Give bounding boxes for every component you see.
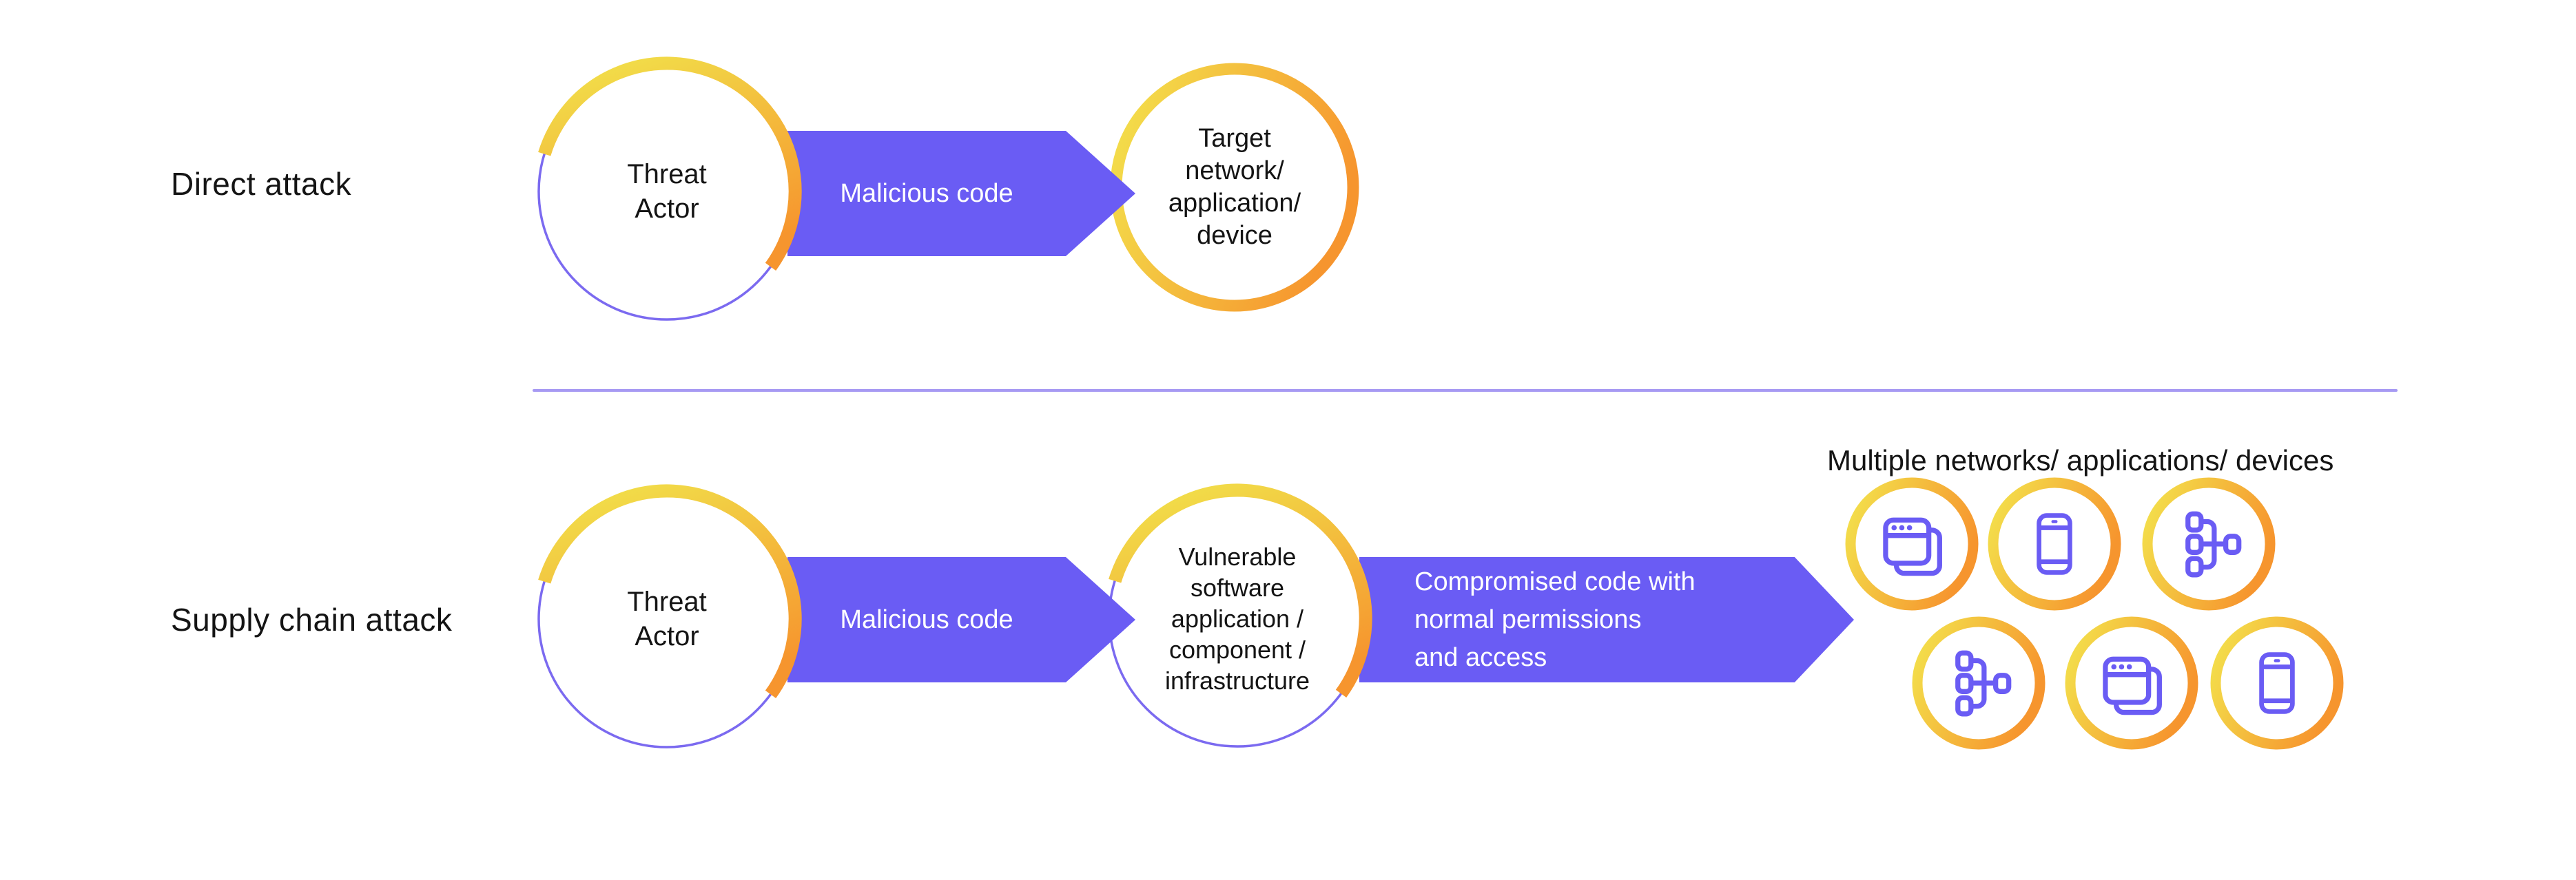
threat-actor-circle-direct: Threat Actor <box>529 54 805 329</box>
target-network-text: Target network/ application/ device <box>1168 124 1301 250</box>
malicious-code-arrow-label: Malicious code <box>840 605 1013 634</box>
compromised-code-arrow: Compromised code with normal permissions… <box>1359 557 1854 682</box>
vulnerable-software-circle: Vulnerable software application / compon… <box>1100 481 1375 756</box>
network-hierarchy-icon <box>2185 511 2242 578</box>
threat-actor-text: Threat Actor <box>627 587 707 651</box>
vulnerable-software-text: Vulnerable software application / compon… <box>1164 542 1310 695</box>
target-badge-browser-windows <box>1845 477 1979 611</box>
malicious-code-arrow-direct: Malicious code <box>787 131 1135 256</box>
direct-attack-label: Direct attack <box>171 166 352 202</box>
compromised-code-arrow-text: Compromised code with normal permissions… <box>1414 567 1696 672</box>
threat-actor-text: Threat Actor <box>627 159 707 224</box>
arc-circle-icon <box>1108 483 1372 748</box>
target-badge-network <box>2142 477 2276 611</box>
supply-chain-attack-label: Supply chain attack <box>171 602 453 638</box>
target-badge-smartphone <box>2210 616 2344 750</box>
arc-circle-icon <box>537 484 802 748</box>
browser-windows-icon <box>2103 656 2162 715</box>
smartphone-icon <box>2259 652 2295 714</box>
target-badge-browser-windows <box>2065 616 2198 750</box>
row-divider <box>533 389 2398 392</box>
browser-windows-icon <box>1883 517 1942 576</box>
gradient-ring-icon <box>2210 616 2344 750</box>
malicious-code-arrow-supply: Malicious code <box>787 557 1135 682</box>
threat-actor-circle-supply: Threat Actor <box>529 481 805 757</box>
network-hierarchy-icon <box>1955 650 2012 717</box>
arc-circle-icon <box>537 56 802 321</box>
target-badge-network <box>1912 616 2046 750</box>
target-network-circle: Target network/ application/ device <box>1104 56 1366 318</box>
target-badge-smartphone <box>1988 477 2121 611</box>
smartphone-icon <box>2037 513 2072 575</box>
gradient-ring-icon <box>1988 477 2121 611</box>
malicious-code-arrow-label: Malicious code <box>840 178 1013 208</box>
multiple-targets-label: Multiple networks/ applications/ devices <box>1827 444 2334 476</box>
